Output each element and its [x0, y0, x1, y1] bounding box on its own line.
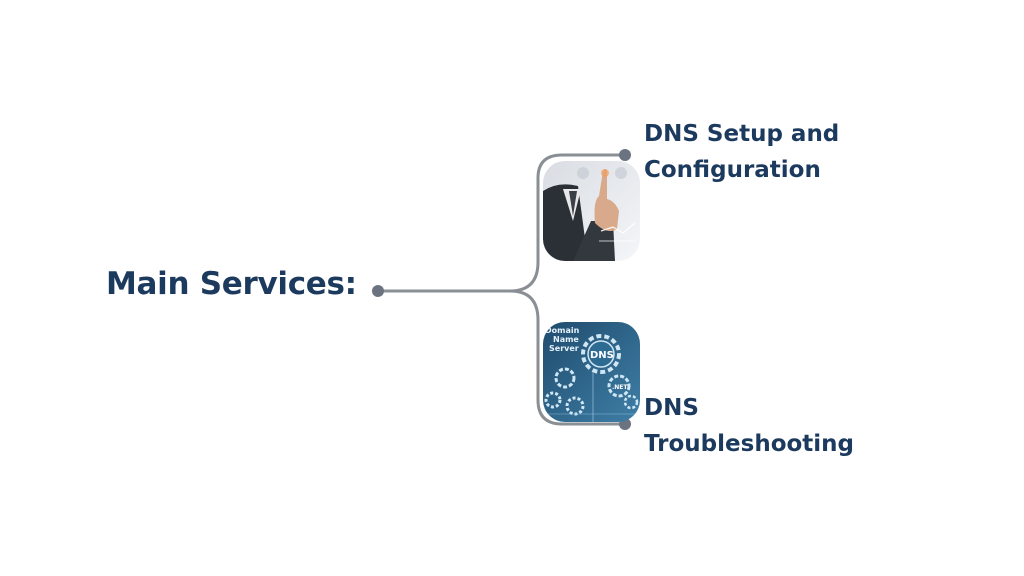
image-text-domain: Domain: [545, 326, 580, 335]
branch-connector-lower: [508, 289, 626, 426]
root-dot: [372, 285, 384, 297]
trunk-connector: [376, 153, 626, 293]
image-text-dns: DNS: [590, 350, 614, 361]
troubleshooting-thumbnail-image: Domain Name Server DNS .NET: [543, 322, 640, 422]
node-label-dns-setup: DNS Setup and Configuration: [644, 116, 839, 188]
node-label-line: Configuration: [644, 157, 821, 183]
setup-thumbnail-image: [543, 161, 640, 261]
node-label-line: DNS Setup and: [644, 121, 840, 147]
image-text-server: Server: [549, 344, 579, 353]
node-label-line: DNS: [644, 395, 699, 421]
root-label: Main Services:: [106, 266, 357, 302]
image-text-net: .NET: [612, 384, 628, 391]
node-label-dns-troubleshooting: DNS Troubleshooting: [644, 390, 854, 462]
image-text-name: Name: [553, 335, 579, 344]
node-label-line: Troubleshooting: [644, 431, 855, 457]
node-dot-1: [619, 149, 631, 161]
